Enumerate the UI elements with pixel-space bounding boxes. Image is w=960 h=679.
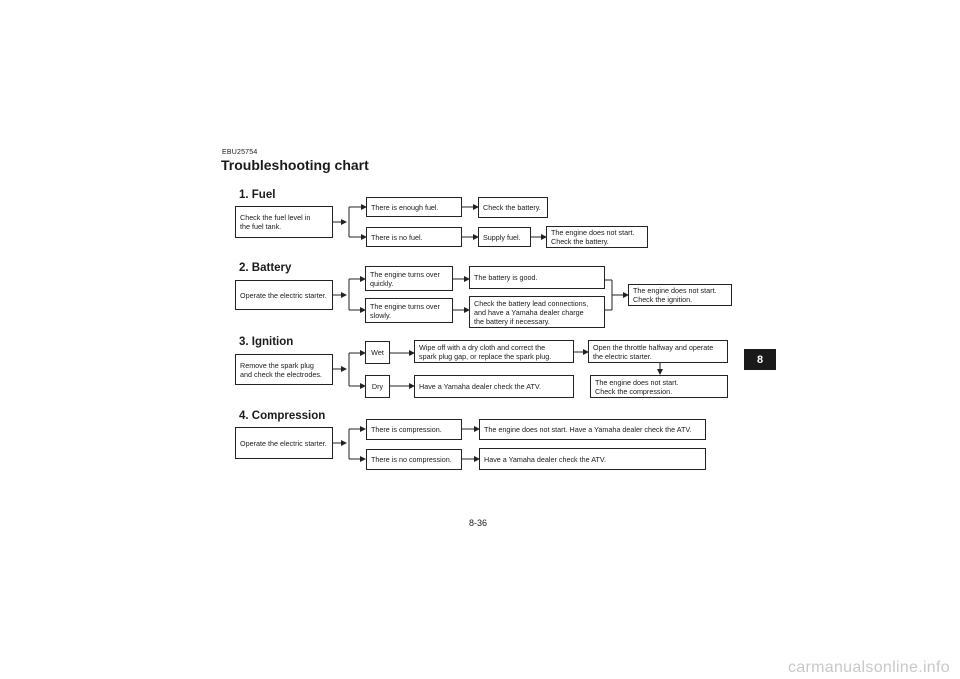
fuel-none-box: There is no fuel. [366,227,462,247]
compression-yes-box: There is compression. [366,419,462,440]
battery-slow-box: The engine turns over slowly. [365,298,453,323]
section-title-ignition: 3. Ignition [239,336,294,348]
compression-start-box: Operate the electric starter. [235,427,333,459]
battery-start-box: Operate the electric starter. [235,280,333,310]
battery-no-start-box: The engine does not start. Check the ign… [628,284,732,306]
ignition-throttle-box: Open the throttle halfway and operate th… [588,340,728,363]
page-number: 8-36 [469,518,488,528]
ignition-dealer-box: Have a Yamaha dealer check the ATV. [414,375,574,398]
section-title-battery: 2. Battery [239,262,292,274]
battery-good-box: The battery is good. [469,266,605,289]
ignition-check-compression-box: The engine does not start. Check the com… [590,375,728,398]
section-title-compression: 4. Compression [239,410,326,422]
page-title: Troubleshooting chart [221,157,369,173]
ignition-start-box: Remove the spark plug and check the elec… [235,354,333,385]
ignition-wet-box: Wet [365,341,390,364]
ignition-dry-box: Dry [365,375,390,398]
section-title-fuel: 1. Fuel [239,189,276,201]
fuel-start-box: Check the fuel level in the fuel tank. [235,206,333,238]
compression-no-start-box: The engine does not start. Have a Yamaha… [479,419,706,440]
compression-no-box: There is no compression. [366,449,462,470]
fuel-supply-box: Supply fuel. [478,227,531,247]
fuel-enough-box: There is enough fuel. [366,197,462,217]
watermark: carmanualsonline.info [788,659,950,676]
chapter-tab: 8 [744,349,776,370]
document-code: EBU25754 [222,149,258,156]
compression-dealer-box: Have a Yamaha dealer check the ATV. [479,448,706,470]
fuel-no-start-box: The engine does not start. Check the bat… [546,226,648,248]
battery-quick-box: The engine turns over quickly. [365,266,453,291]
ignition-wipe-box: Wipe off with a dry cloth and correct th… [414,340,574,363]
fuel-check-battery-box: Check the battery. [478,197,548,218]
battery-check-leads-box: Check the battery lead connections, and … [469,296,605,328]
